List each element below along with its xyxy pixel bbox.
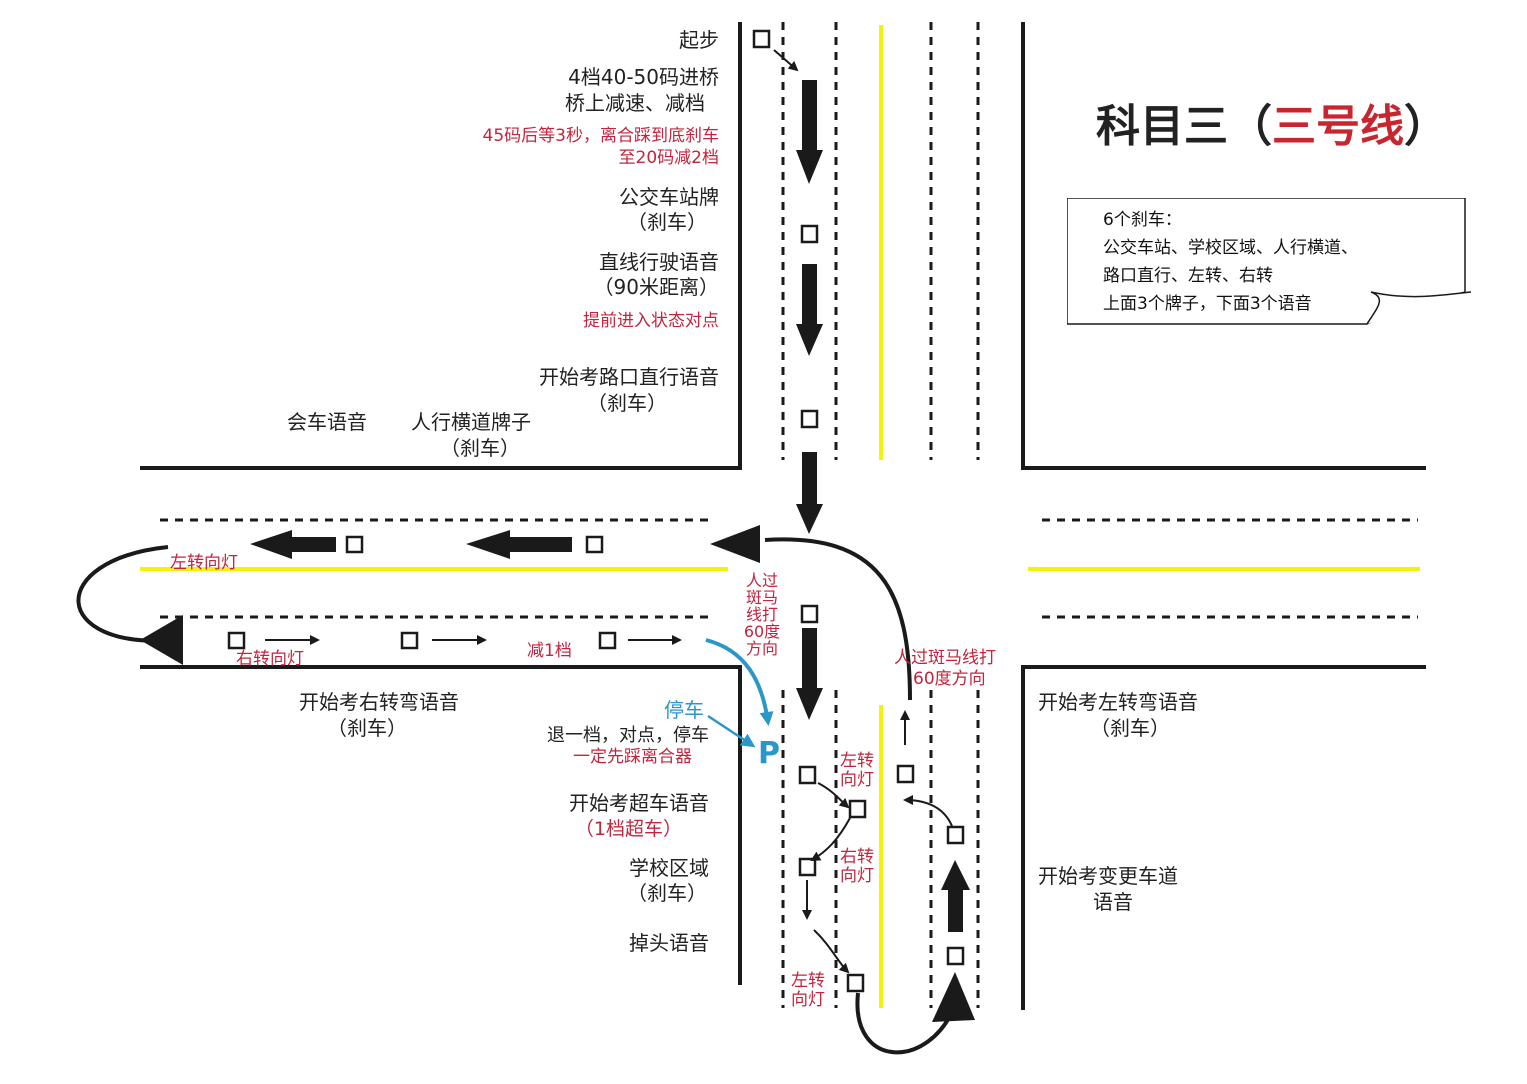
label-dist-90: （90米距离） — [593, 275, 719, 299]
label-crosswalk-brake: （刹车） — [440, 436, 520, 460]
label-start: 起步 — [679, 28, 719, 52]
diagram-title: 科目三（三号线） — [1096, 101, 1448, 152]
label-prepare: 提前进入状态对点 — [583, 311, 719, 331]
label-meeting-voice: 会车语音 — [287, 410, 367, 434]
label-back-gear-1: 退一档，对点，停车 — [547, 725, 709, 746]
label-right-signal: 右转向灯 — [236, 649, 304, 669]
label-crosswalk-sign: 人行横道牌子 — [411, 410, 531, 434]
label-lane-change-2: 语音 — [1093, 890, 1133, 914]
label-tip45-2: 至20码减2档 — [618, 148, 719, 168]
label-gear4-1: 4档40-50码进桥 — [568, 65, 719, 89]
parking-p-icon: P — [758, 736, 780, 771]
note-frame — [1067, 198, 1472, 325]
road-edges — [140, 22, 1426, 1010]
label-intersection-straight: 开始考路口直行语音 — [539, 365, 719, 389]
label-left-turn-brake: （刹车） — [1090, 716, 1170, 740]
park-arrow — [705, 638, 774, 726]
center-lines — [140, 25, 1420, 1008]
thin-arrows — [265, 49, 953, 974]
label-crosswalk-vertical: 人过斑马线打60度方向 — [743, 571, 781, 658]
label-park: 停车 — [664, 698, 704, 722]
label-gear4-2: 桥上减速、减档 — [565, 91, 705, 115]
label-overtake-gear: （1档超车） — [574, 818, 682, 840]
label-back-gear-2: 一定先踩离合器 — [573, 747, 692, 767]
label-bus-brake: （刹车） — [627, 210, 707, 234]
lane-dashes — [160, 22, 1418, 1008]
label-school-brake: （刹车） — [627, 881, 707, 905]
label-uturn-voice: 掉头语音 — [629, 931, 709, 955]
label-reduce-gear1: 减1档 — [527, 641, 572, 661]
label-turn-left-1: 左转向灯 — [840, 751, 874, 790]
label-bus-stop: 公交车站牌 — [619, 185, 719, 209]
brake-note: 6个刹车： 公交车站、学校区域、人行横道、 路口直行、左转、右转 上面3个牌子，… — [1067, 198, 1472, 325]
curve-heads — [140, 525, 975, 1022]
label-lane-change-1: 开始考变更车道 — [1038, 864, 1178, 888]
label-tip45-1: 45码后等3秒，离合踩到底刹车 — [482, 126, 719, 146]
label-crosswalk-60-2: 60度方向 — [913, 669, 986, 689]
label-right-turn-brake: （刹车） — [327, 716, 407, 740]
checkpoints — [227, 29, 965, 993]
label-school-zone: 学校区域 — [629, 856, 709, 880]
label-crosswalk-60-1: 人过斑马线打 — [894, 648, 996, 668]
note-text: 6个刹车： 公交车站、学校区域、人行横道、 路口直行、左转、右转 上面3个牌子，… — [1103, 210, 1358, 314]
label-left-signal: 左转向灯 — [170, 553, 238, 573]
label-turn-left-2: 左转向灯 — [791, 971, 825, 1010]
label-left-turn-voice: 开始考左转弯语音 — [1038, 690, 1198, 714]
label-turn-right-1: 右转向灯 — [840, 847, 874, 886]
route-curves — [76, 537, 957, 1055]
label-right-turn-voice: 开始考右转弯语音 — [299, 690, 459, 714]
label-straight-voice: 直线行驶语音 — [599, 250, 719, 274]
label-overtake-voice: 开始考超车语音 — [569, 791, 709, 815]
thick-arrows — [250, 80, 970, 932]
park-pointer — [707, 714, 756, 748]
label-intersection-brake: （刹车） — [587, 391, 667, 415]
